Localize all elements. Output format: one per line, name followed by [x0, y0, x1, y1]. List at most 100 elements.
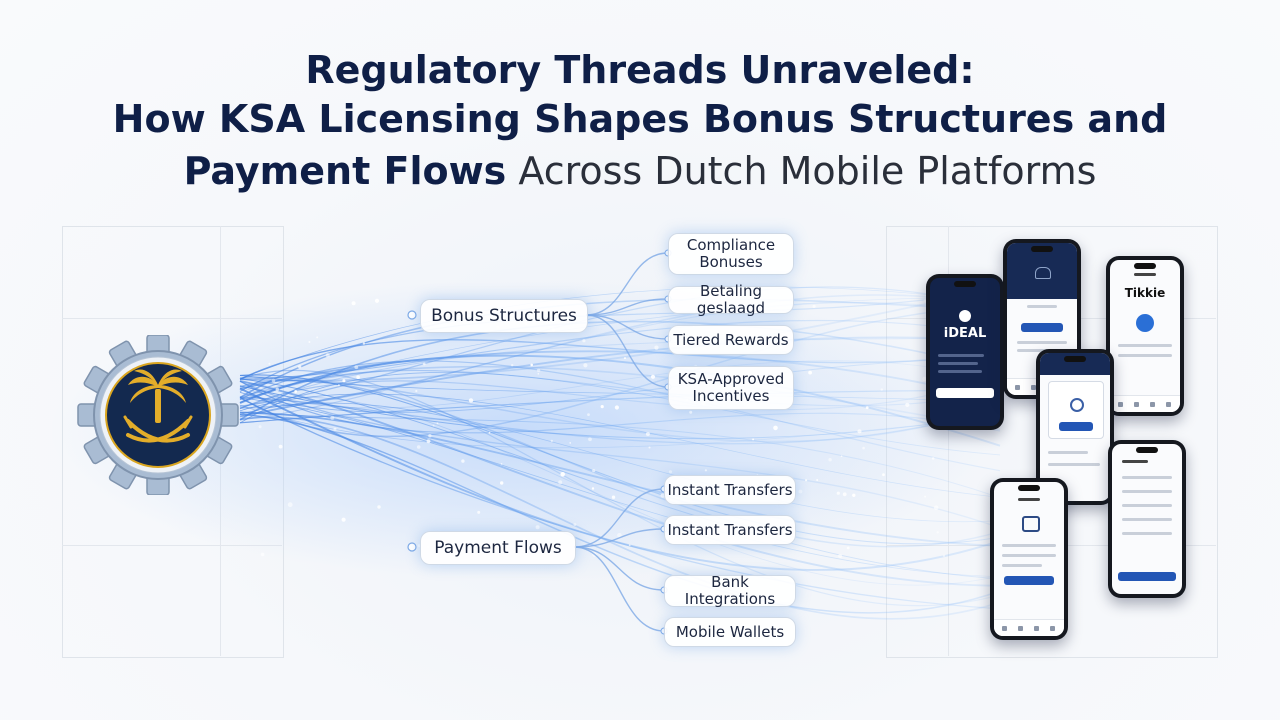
thread-spark: [924, 495, 927, 498]
thread-spark: [905, 402, 910, 407]
thread-line: [239, 319, 1001, 380]
thread-spark: [840, 455, 843, 458]
thread-spark: [880, 388, 883, 391]
phone-notch: [1134, 263, 1156, 269]
tikkie-label: Tikkie: [1124, 286, 1166, 300]
thread-line: [239, 365, 1001, 431]
payment-node: Mobile Wallets: [664, 617, 796, 647]
thread-spark: [428, 434, 432, 438]
thread-line: [239, 389, 1001, 424]
thread-spark: [537, 373, 540, 375]
thread-spark: [287, 502, 293, 508]
tab-icon: [1050, 626, 1055, 631]
thread-spark: [588, 437, 592, 442]
hub-node: [407, 542, 417, 552]
thread-spark: [865, 406, 869, 410]
thread-line: [239, 304, 1001, 438]
thread-spark: [351, 301, 356, 306]
phone-notch: [1064, 356, 1086, 362]
thread-spark: [591, 487, 595, 490]
gear-emblem-icon: [77, 335, 239, 495]
thread-line: [239, 393, 1001, 498]
thread-line: [239, 336, 1001, 418]
tab-icon: [1134, 402, 1139, 407]
thread-line: [239, 297, 1001, 401]
phone-settings-list: [1108, 440, 1186, 598]
thread-spark: [846, 546, 850, 550]
ideal-screen: iDEAL: [930, 278, 1000, 426]
screen-text-line: [1002, 564, 1042, 567]
thread-spark: [275, 387, 279, 392]
thread-spark: [808, 370, 812, 375]
bank-login-screen: [994, 482, 1064, 636]
screen-text-line: [1118, 344, 1172, 347]
thread-spark: [337, 384, 340, 387]
thread-spark: [587, 413, 590, 416]
thread-spark: [416, 445, 421, 449]
thread-spark: [628, 544, 631, 547]
title-line-2: How KSA Licensing Shapes Bonus Structure…: [112, 97, 1168, 141]
screen-text-line: [938, 354, 984, 357]
thread-spark: [852, 493, 856, 497]
tikkie-screen: Tikkie: [1110, 260, 1180, 412]
screen-button: [1118, 572, 1176, 581]
thread-line: [239, 320, 1001, 421]
thread-spark: [333, 427, 337, 431]
thread-line: [239, 397, 1001, 577]
thread-line: [239, 378, 1001, 580]
thread-spark: [468, 398, 474, 403]
tab-icon: [1002, 626, 1007, 631]
phone-ideal: iDEAL: [926, 274, 1004, 430]
payment-node: Instant Transfers: [664, 515, 796, 545]
thread-spark: [461, 459, 465, 463]
left-grid-line: [62, 318, 282, 319]
tikkie-logo-icon: [1136, 314, 1154, 332]
screen-header: [1007, 243, 1077, 299]
list-row: [1122, 504, 1172, 507]
thread-spark: [488, 431, 491, 434]
thread-line: [239, 379, 1001, 548]
thread-spark: [592, 469, 596, 473]
thread-spark: [922, 376, 927, 382]
thread-spark: [836, 491, 840, 495]
connector-line: [585, 252, 669, 316]
thread-spark: [583, 363, 588, 368]
thread-spark: [617, 533, 622, 538]
thread-spark: [432, 424, 435, 427]
screen-text-line: [1122, 460, 1148, 463]
screen-text-line: [1048, 451, 1088, 454]
shield-icon: [1035, 267, 1051, 279]
thread-spark: [260, 552, 265, 557]
tab-icon: [1118, 402, 1123, 407]
thread-line: [239, 339, 1001, 380]
thread-spark: [812, 304, 816, 308]
connector-line: [573, 546, 665, 591]
thread-line: [239, 411, 1001, 547]
phone-payment-status: [1036, 349, 1114, 505]
thread-line: [239, 397, 1001, 610]
thread-line: [239, 369, 1001, 407]
thread-spark: [550, 439, 553, 443]
screen-text-line: [1134, 273, 1156, 276]
thread-spark: [582, 339, 586, 343]
thread-spark: [942, 554, 946, 557]
tab-icon: [1031, 385, 1036, 390]
phone-notch: [954, 281, 976, 287]
thread-spark: [500, 481, 504, 485]
screen-text-line: [938, 362, 978, 365]
thread-spark: [417, 544, 421, 548]
status-card: [1048, 381, 1104, 439]
screen-text-line: [1118, 354, 1172, 357]
thread-spark: [648, 446, 651, 449]
thread-spark: [573, 523, 577, 527]
tab-icon: [1150, 402, 1155, 407]
thread-line: [239, 380, 1001, 529]
thread-spark: [857, 429, 862, 434]
screen-button: [1059, 422, 1093, 431]
thread-line: [239, 416, 1001, 620]
connector-line: [573, 528, 665, 548]
thread-spark: [268, 362, 271, 365]
thread-spark: [933, 505, 939, 511]
